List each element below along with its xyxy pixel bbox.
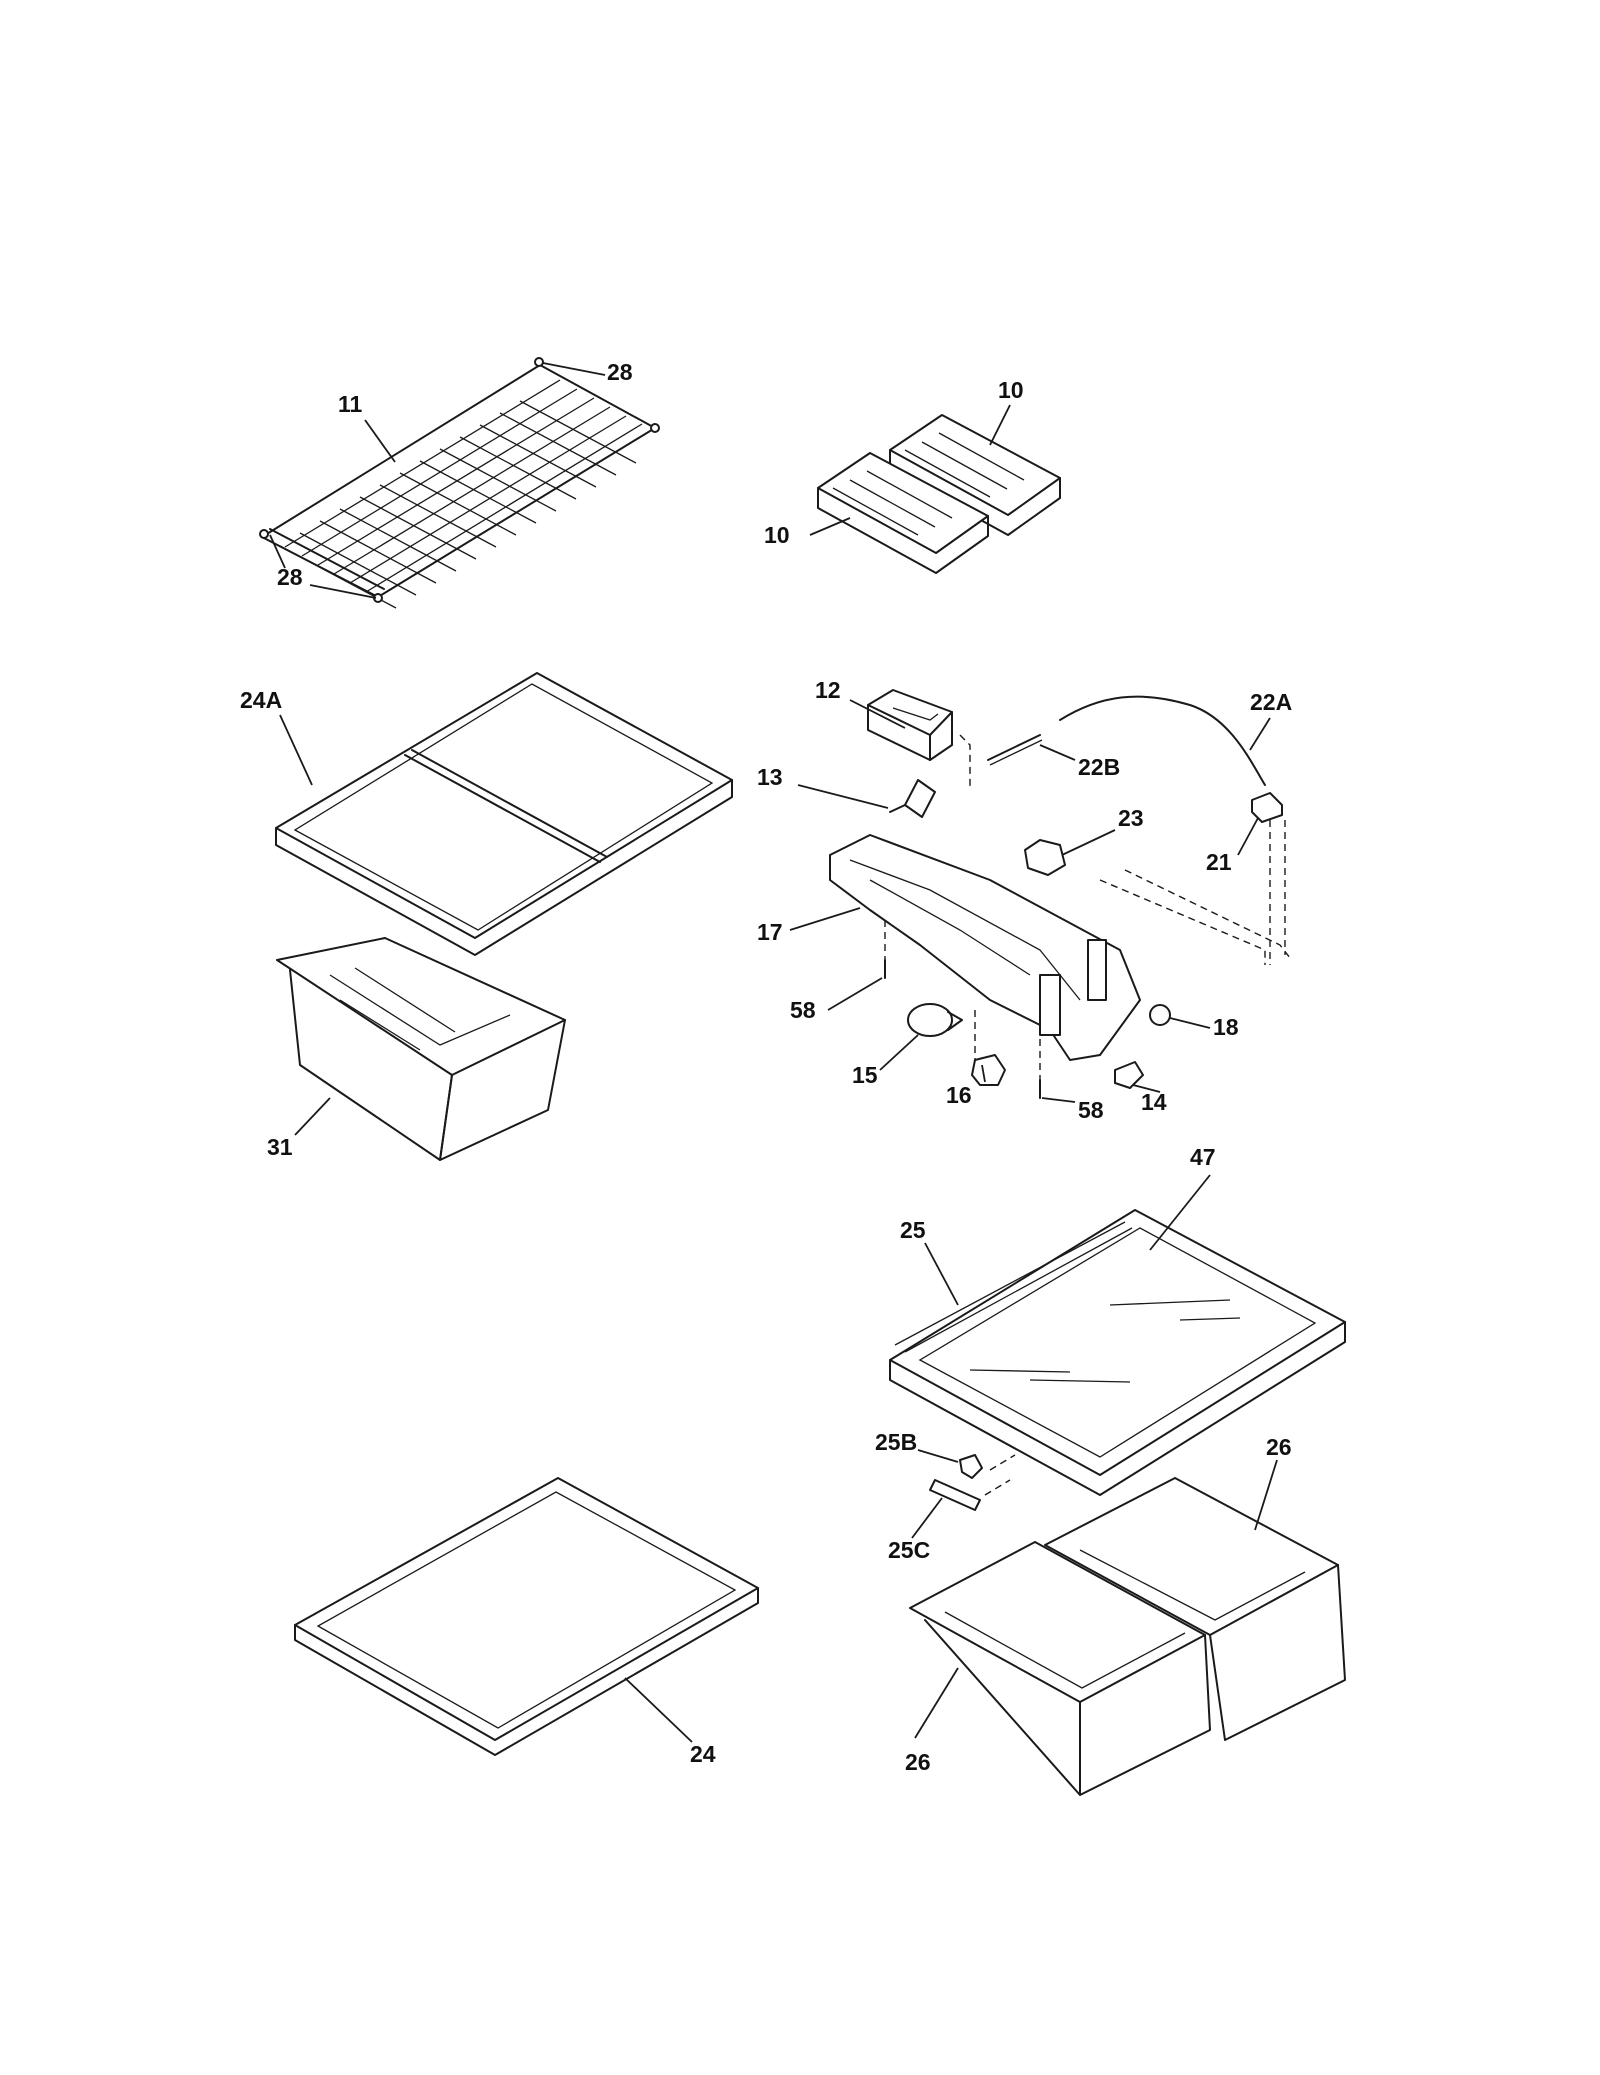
light-bulb-15-part — [907, 1003, 963, 1037]
wire-harness-22a-part — [1059, 695, 1266, 786]
knob-18-part — [1149, 1004, 1171, 1026]
callout-13: 13 — [757, 764, 783, 790]
leader-lines — [269, 362, 1278, 1743]
callout-16: 16 — [946, 1082, 972, 1108]
callout-15: 15 — [852, 1062, 878, 1088]
ice-tray-part-front — [817, 452, 989, 574]
callout-22b: 22B — [1078, 754, 1120, 780]
callout-58-right: 58 — [1078, 1097, 1104, 1123]
callout-58-left: 58 — [790, 997, 816, 1023]
glass-shelf-24a-part — [275, 672, 733, 956]
crisper-cover-25-part — [889, 1209, 1346, 1496]
callout-24a: 24A — [240, 687, 282, 713]
damper-13-part — [889, 779, 936, 818]
callout-31: 31 — [267, 1134, 293, 1160]
callout-25b: 25B — [875, 1429, 917, 1455]
bracket-25c-part — [929, 1479, 981, 1511]
callout-18: 18 — [1213, 1014, 1239, 1040]
screw-58-parts — [884, 959, 1041, 1099]
glass-shelf-24-part — [294, 1477, 759, 1756]
assembly-guide-lines — [884, 734, 1291, 1080]
socket-16-part — [971, 1054, 1006, 1086]
callout-12: 12 — [815, 677, 841, 703]
callout-10-top: 10 — [998, 377, 1024, 403]
switch-14-part — [1114, 1061, 1144, 1089]
wire-shelf-part — [259, 357, 660, 609]
callout-21: 21 — [1206, 849, 1232, 875]
drawer-31-part — [276, 937, 566, 1161]
callout-23: 23 — [1118, 805, 1144, 831]
callout-47: 47 — [1190, 1144, 1216, 1170]
callout-26-bottom: 26 — [905, 1749, 931, 1775]
callout-14: 14 — [1141, 1089, 1167, 1115]
callout-28-top: 28 — [607, 359, 633, 385]
callout-17: 17 — [757, 919, 783, 945]
crisper-drawer-front-part — [909, 1541, 1211, 1796]
callout-24: 24 — [690, 1741, 716, 1767]
callout-26-top: 26 — [1266, 1434, 1292, 1460]
bracket-25b-part — [959, 1454, 983, 1479]
bracket-guide-line — [984, 1454, 1016, 1496]
thermostat-23-part — [1024, 839, 1066, 876]
callout-11: 11 — [338, 391, 363, 417]
control-housing-17-part — [829, 834, 1141, 1061]
terminal-21-part — [1251, 792, 1283, 823]
callout-22a: 22A — [1250, 689, 1292, 715]
control-cover-12-part — [867, 689, 953, 761]
tube-22b-part — [987, 734, 1043, 766]
callout-10-bottom: 10 — [764, 522, 790, 548]
callout-25: 25 — [900, 1217, 926, 1243]
callout-28-bottom: 28 — [277, 564, 303, 590]
callout-25c: 25C — [888, 1537, 930, 1563]
